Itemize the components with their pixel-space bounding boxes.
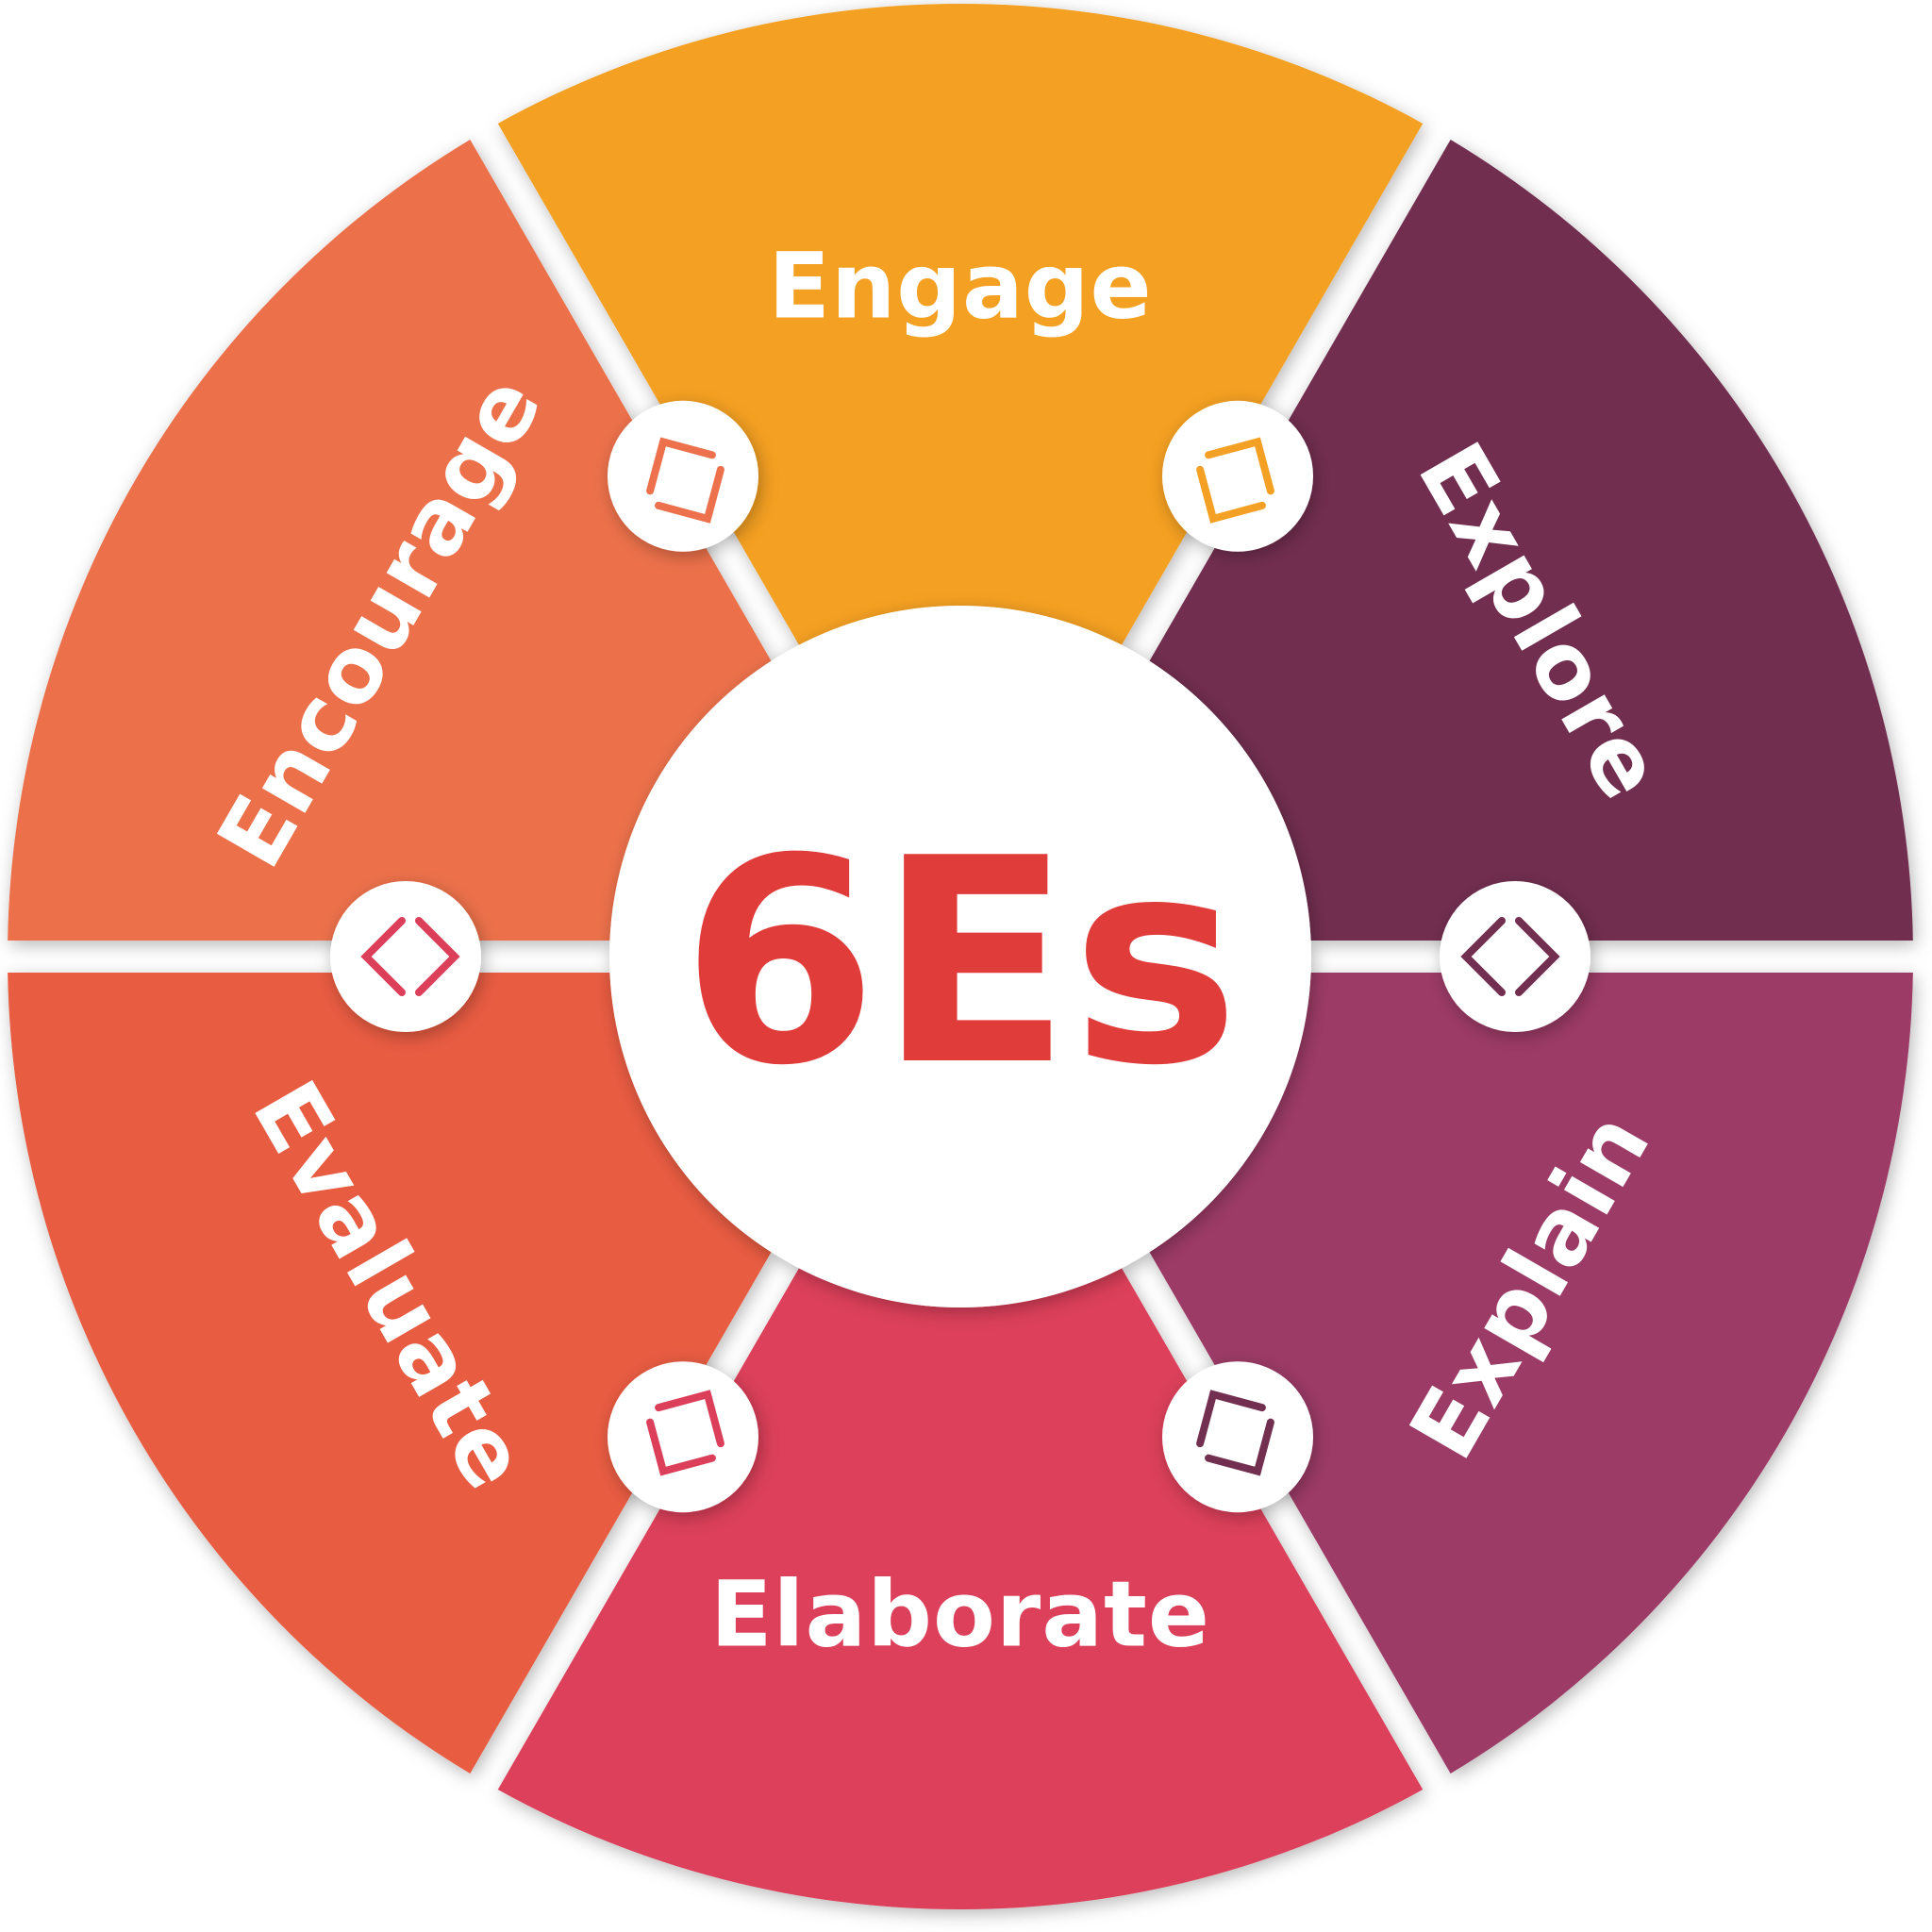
chevron-down-left-icon bbox=[1162, 1361, 1313, 1513]
segment-connectors bbox=[330, 400, 1591, 1513]
segment-encourage bbox=[8, 139, 772, 941]
center-title: 6Es bbox=[681, 798, 1240, 1127]
chevron-up-icon bbox=[1440, 881, 1591, 1032]
segment-label-engage: Engage bbox=[768, 233, 1152, 339]
chevron-up-left-icon bbox=[1162, 400, 1313, 552]
segment-label-elaborate: Elaborate bbox=[710, 1561, 1210, 1667]
segment-evaluate bbox=[8, 973, 772, 1774]
segment-explain bbox=[1149, 973, 1913, 1774]
center-hub bbox=[609, 606, 1311, 1307]
chevron-up-right-icon bbox=[608, 400, 758, 552]
chevron-down-right-icon bbox=[608, 1361, 758, 1513]
chevron-down-icon bbox=[330, 881, 481, 1032]
segment-explore bbox=[1149, 139, 1913, 941]
